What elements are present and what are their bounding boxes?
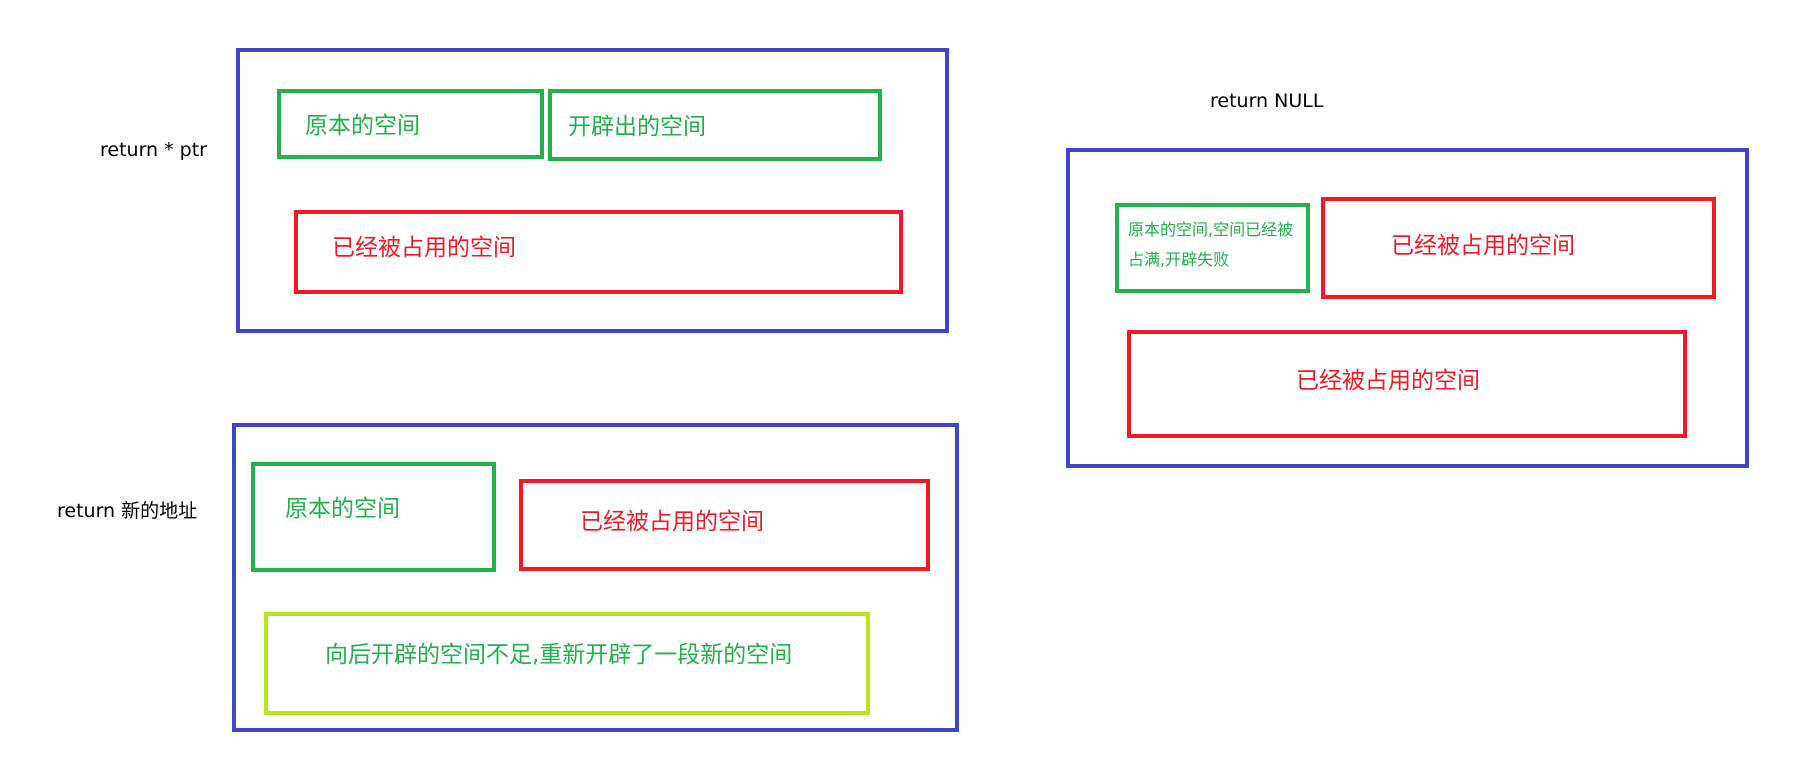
memory-frame-return-null: 原本的空间,空间已经被占满,开辟失败 已经被占用的空间 已经被占用的空间 (1066, 148, 1749, 468)
memory-frame-return-new-address: 原本的空间 已经被占用的空间 向后开辟的空间不足,重新开辟了一段新的空间 (232, 423, 959, 732)
opened-space-label: 开辟出的空间 (568, 114, 706, 140)
failed-space-box: 原本的空间,空间已经被占满,开辟失败 (1115, 203, 1310, 293)
memory-frame-return-ptr: 原本的空间 开辟出的空间 已经被占用的空间 (236, 48, 949, 333)
occupied-space-label: 已经被占用的空间 (332, 235, 516, 261)
new-space-box: 向后开辟的空间不足,重新开辟了一段新的空间 (264, 612, 870, 715)
original-space-box: 原本的空间 (251, 462, 496, 572)
occupied-space-box-1: 已经被占用的空间 (1321, 197, 1716, 299)
occupied-space-box: 已经被占用的空间 (294, 210, 903, 294)
return-null-label: return NULL (1210, 90, 1324, 112)
occupied-space-box-2: 已经被占用的空间 (1127, 330, 1687, 438)
return-new-address-label: return 新的地址 (57, 500, 198, 522)
original-space-label: 原本的空间 (305, 113, 420, 139)
original-space-label: 原本的空间 (285, 496, 400, 522)
occupied-space-label-2: 已经被占用的空间 (1296, 368, 1480, 394)
occupied-space-label-1: 已经被占用的空间 (1391, 233, 1575, 259)
return-ptr-label: return * ptr (100, 139, 207, 161)
occupied-space-label: 已经被占用的空间 (580, 509, 764, 535)
occupied-space-box: 已经被占用的空间 (519, 479, 930, 571)
failed-space-label: 原本的空间,空间已经被占满,开辟失败 (1128, 220, 1294, 269)
opened-space-box: 开辟出的空间 (548, 89, 882, 161)
new-space-label: 向后开辟的空间不足,重新开辟了一段新的空间 (325, 642, 793, 668)
original-space-box: 原本的空间 (277, 89, 544, 159)
